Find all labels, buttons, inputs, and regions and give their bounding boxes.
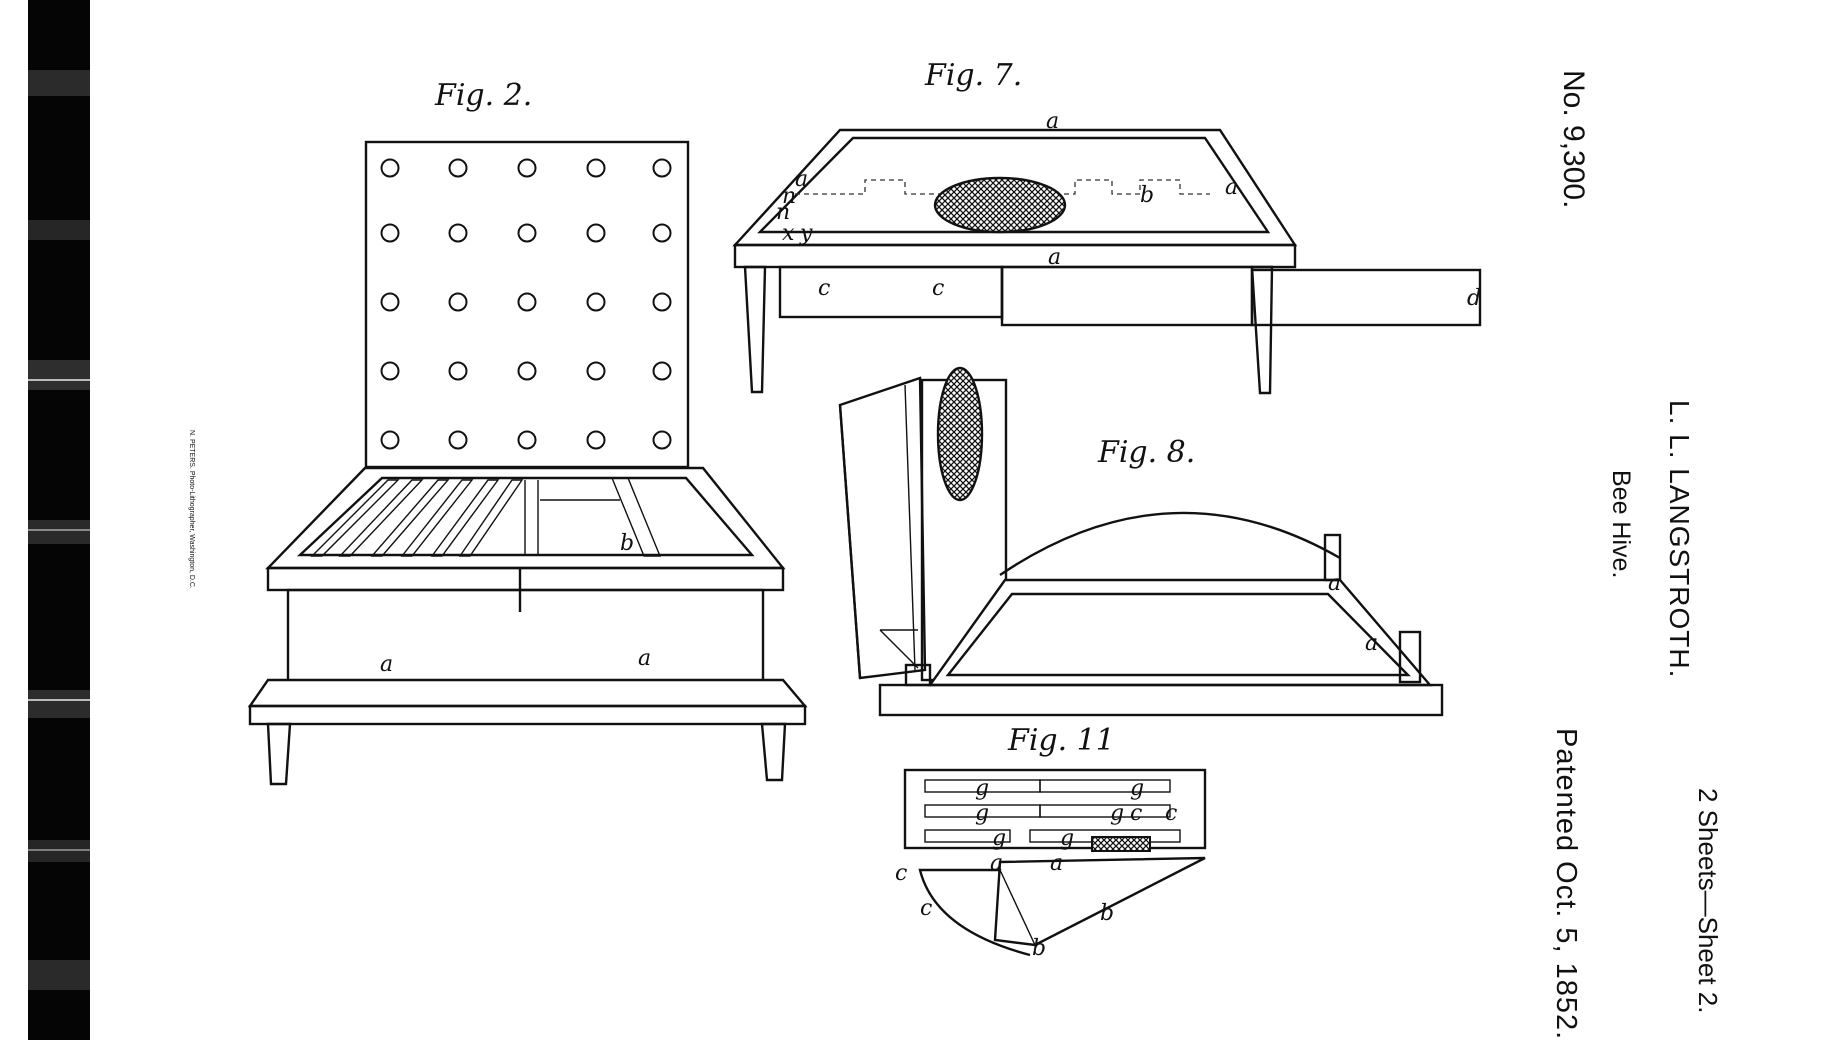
fig11-label-g2: g [1130, 776, 1144, 801]
fig2-hole [448, 158, 468, 178]
fig8-corner-block [1398, 630, 1422, 684]
fig2-hole [652, 361, 672, 381]
fig2-frame-bars [310, 477, 662, 557]
binding-texture [28, 0, 90, 1040]
fig7-label-d: d [1467, 286, 1481, 311]
fig7-label-a-bottom: a [1048, 245, 1061, 270]
fig2-hole [652, 430, 672, 450]
fig8-title: Fig. 8. [1097, 435, 1195, 470]
fig11-label-g5: g [992, 826, 1006, 851]
fig2-hole [586, 292, 606, 312]
printer-credit: N. PETERS. Photo-Lithographer, Washingto… [188, 430, 195, 589]
fig2-back-board [364, 140, 690, 469]
fig2-hole [380, 430, 400, 450]
fig11-label-c1: c [1130, 801, 1142, 826]
fig8-label-a1: a [1328, 571, 1341, 596]
fig11-label-a1: a [990, 851, 1003, 876]
figure-11: Fig. 11 g g g g g g c c c c a a b b [895, 723, 1207, 961]
fig11-quarter-curve [918, 868, 1031, 957]
fig2-leg-left [266, 722, 292, 786]
fig11-label-g1: g [975, 776, 989, 801]
fig2-label-a1: a [380, 652, 393, 677]
fig2-hole [517, 292, 537, 312]
fig2-hole [586, 361, 606, 381]
fig2-title: Fig. 2. [434, 78, 532, 113]
fig11-label-g6: g [1060, 826, 1074, 851]
fig8-base [878, 683, 1444, 717]
fig7-title: Fig. 7. [924, 58, 1022, 93]
patent-title: Bee Hive. [1607, 470, 1635, 579]
fig2-hole [652, 158, 672, 178]
fig11-label-a2: a [1050, 851, 1063, 876]
fig11-label-c4: c [920, 896, 932, 921]
fig2-hole [380, 292, 400, 312]
fig2-label-b: b [620, 531, 634, 556]
fig7-label-c2: c [932, 276, 944, 301]
fig2-hole [448, 430, 468, 450]
fig11-label-g4: g [1110, 801, 1124, 826]
fig2-leg-right [760, 722, 787, 782]
fig2-hole [448, 361, 468, 381]
fig7-slide-bar [1250, 268, 1482, 327]
fig11-label-c2: c [1165, 801, 1177, 826]
fig8-mesh-window [936, 366, 984, 502]
fig2-hole [517, 158, 537, 178]
fig8-arc [999, 511, 1341, 576]
patent-number: No. 9,300. [1557, 70, 1590, 209]
fig2-label-a2: a [638, 646, 651, 671]
fig7-leg-left [743, 265, 767, 394]
fig11-label-g3: g [975, 801, 989, 826]
fig11-label-c3: c [895, 861, 907, 886]
fig7-drawer [778, 265, 1004, 319]
fig11-mesh-strip [1091, 836, 1151, 852]
fig2-hole [652, 223, 672, 243]
fig7-dashed-comb-outline [795, 179, 1210, 195]
fig11-frame [903, 768, 1207, 850]
fig11-title: Fig. 11 [1007, 723, 1115, 758]
fig7-label-n2: n [776, 200, 790, 225]
fig2-hole [380, 223, 400, 243]
fig7-label-c1: c [818, 276, 830, 301]
fig7-label-a-left: a [795, 167, 808, 192]
fig2-hole [586, 158, 606, 178]
fig2-hole [380, 361, 400, 381]
fig7-label-a-top: a [1046, 109, 1059, 134]
fig7-mesh-window [933, 176, 1067, 234]
fig2-hole [652, 292, 672, 312]
fig7-label-b: b [1140, 183, 1154, 208]
fig2-base [247, 678, 808, 708]
fig2-ventilation-holes [380, 158, 672, 450]
fig2-hole [517, 223, 537, 243]
fig2-hole [448, 292, 468, 312]
fig2-hole [448, 223, 468, 243]
fig11-slats [924, 779, 1181, 843]
fig2-hole [586, 223, 606, 243]
figure-8: Fig. 8. a a [838, 366, 1444, 717]
fig11-label-b2: b [1032, 936, 1046, 961]
fig7-label-y: y [799, 221, 813, 246]
figure-2: Fig. 2. a a b [247, 78, 808, 786]
fig2-hole [586, 430, 606, 450]
fig8-label-a2: a [1365, 631, 1378, 656]
fig8-tray [927, 578, 1433, 687]
fig7-label-n1: n [782, 184, 796, 209]
patent-date: Patented Oct. 5, 1852. [1550, 728, 1582, 1040]
fig2-hole [517, 361, 537, 381]
fig7-label-a-right: a [1225, 175, 1238, 200]
binding-edge [28, 0, 90, 1040]
fig2-hole [380, 158, 400, 178]
figure-7: Fig. 7. a a a a b c c n n x y d [732, 58, 1482, 395]
inventor-name: L. L. LANGSTROTH. [1664, 400, 1695, 679]
sheet-info: 2 Sheets—Sheet 2. [1693, 788, 1723, 1014]
fig11-label-b1: b [1100, 901, 1114, 926]
fig7-leg-right [1250, 265, 1274, 395]
fig2-hole [517, 430, 537, 450]
fig7-label-x: x [782, 221, 795, 246]
